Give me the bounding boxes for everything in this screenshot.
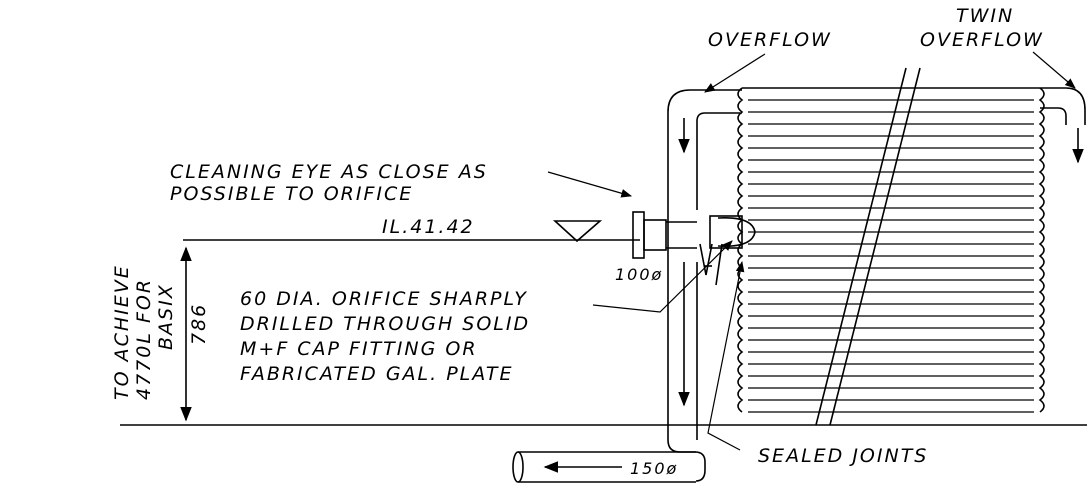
sealed-joints-leader: [707, 260, 745, 451]
break-lines: [815, 67, 921, 426]
orifice-label-line3: M+F CAP FITTING OR: [240, 338, 478, 360]
pipe-150-label: 150ø: [630, 459, 678, 478]
overflow-label: OVERFLOW: [708, 29, 832, 51]
dimension-786-label: 786: [188, 303, 210, 345]
achieve-label-line1: TO ACHIEVE: [111, 264, 133, 400]
tank-body: [737, 87, 1045, 413]
orifice-fitting: [699, 215, 756, 286]
orifice-label-line4: FABRICATED GAL. PLATE: [240, 363, 513, 385]
twin-overflow-label-line2: OVERFLOW: [920, 29, 1044, 51]
cleaning-eye-fitting: [632, 211, 697, 259]
cleaning-eye-leader: [547, 171, 633, 198]
invert-level-label: IL.41.42: [382, 216, 475, 238]
pipe-100-label: 100ø: [615, 265, 663, 284]
outlet-pipe-150: [512, 451, 696, 483]
overflow-leader: [704, 53, 766, 93]
twin-overflow-label-line1: TWIN: [956, 5, 1014, 27]
cleaning-eye-label-line2: POSSIBLE TO ORIFICE: [170, 183, 413, 205]
cleaning-eye-label-line1: CLEANING EYE AS CLOSE AS: [170, 161, 488, 183]
orifice-label-line2: DRILLED THROUGH SOLID: [240, 313, 530, 335]
overflow-pipe: [667, 89, 742, 482]
water-level-symbol: [552, 220, 603, 243]
sealed-joints-label: SEALED JOINTS: [758, 445, 928, 467]
twin-overflow-pipe: [1040, 87, 1086, 125]
orifice-leader: [592, 240, 733, 313]
achieve-label-line2: 4770L FOR: [133, 278, 155, 400]
twin-overflow-leader: [1032, 51, 1076, 89]
achieve-label-line3: BASIX: [155, 283, 177, 350]
orifice-label-line1: 60 DIA. ORIFICE SHARPLY: [240, 288, 528, 310]
